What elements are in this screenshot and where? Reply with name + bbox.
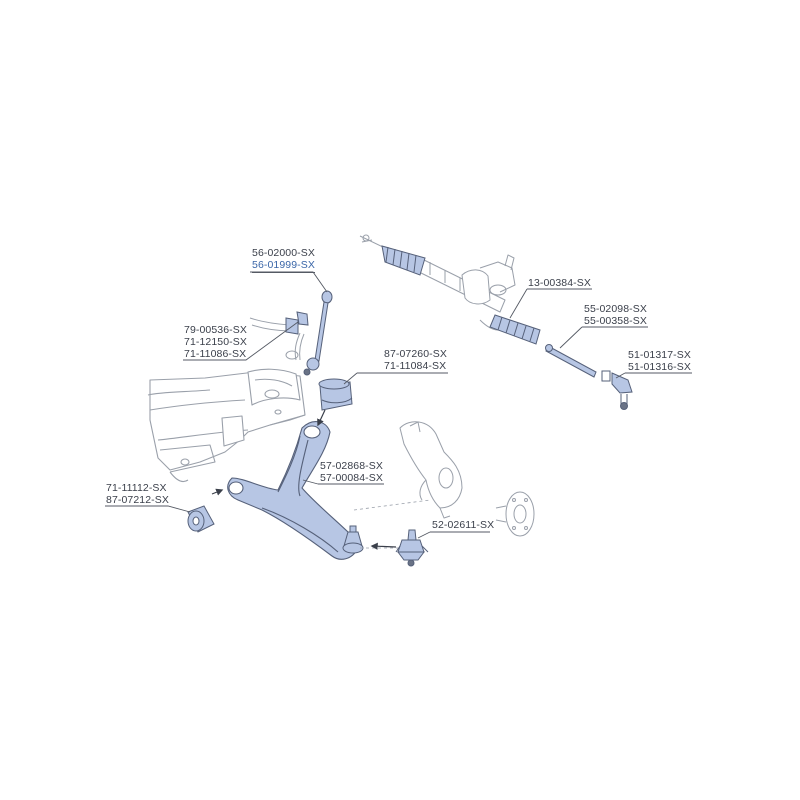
label-steering-rack: 13-00384-SX — [528, 277, 591, 289]
part-number: 57-02868-SX — [320, 460, 383, 472]
part-number: 57-00084-SX — [320, 472, 383, 484]
label-rear-bushing: 87-07260-SX 71-11084-SX — [384, 348, 447, 372]
label-stabilizer-link: 56-02000-SX 56-01999-SX — [252, 247, 315, 273]
assembly-arrows — [211, 409, 397, 550]
subframe-sketch — [147, 368, 306, 483]
part-number: 13-00384-SX — [528, 277, 591, 289]
part-number: 71-11112-SX — [106, 482, 167, 494]
alignment-guides — [353, 499, 431, 549]
label-control-arm: 57-02868-SX 57-00084-SX — [320, 460, 383, 484]
inner-tie-rod — [545, 344, 597, 378]
ball-joint — [395, 529, 429, 567]
label-ball-joint: 52-02611-SX — [432, 519, 494, 531]
part-number: 87-07260-SX — [384, 348, 447, 360]
arm-ball-joint-stud — [342, 525, 364, 554]
part-number: 56-01999-SX — [252, 259, 315, 273]
part-number: 55-02098-SX — [584, 303, 647, 315]
label-stabilizer-bushings: 79-00536-SX 71-12150-SX 71-11086-SX — [184, 324, 247, 360]
part-number: 71-12150-SX — [184, 336, 247, 348]
label-front-bushing: 71-11112-SX 87-07212-SX — [106, 482, 169, 506]
part-number: 87-07212-SX — [106, 494, 169, 506]
front-bushing — [187, 505, 215, 533]
label-inner-tie-rod: 55-02098-SX 55-00358-SX — [584, 303, 647, 327]
part-number: 71-11084-SX — [384, 360, 447, 372]
stabilizer-link — [303, 290, 333, 376]
part-number: 51-01316-SX — [628, 361, 691, 373]
part-number: 71-11086-SX — [184, 348, 247, 360]
steering-rack-boots — [381, 245, 541, 345]
rear-bushing — [318, 378, 353, 411]
tie-rod-end — [601, 370, 633, 410]
label-tie-rod-end: 51-01317-SX 51-01316-SX — [628, 349, 691, 373]
steering-knuckle-sketch — [399, 421, 463, 519]
part-number: 56-02000-SX — [252, 247, 315, 259]
part-number: 52-02611-SX — [432, 519, 495, 531]
part-number: 55-00358-SX — [584, 315, 647, 327]
wheel-hub-sketch — [495, 491, 535, 537]
part-number: 51-01317-SX — [628, 349, 691, 361]
part-number: 79-00536-SX — [184, 324, 247, 336]
steering-rack-sketch — [359, 234, 516, 331]
control-arm — [227, 421, 359, 560]
